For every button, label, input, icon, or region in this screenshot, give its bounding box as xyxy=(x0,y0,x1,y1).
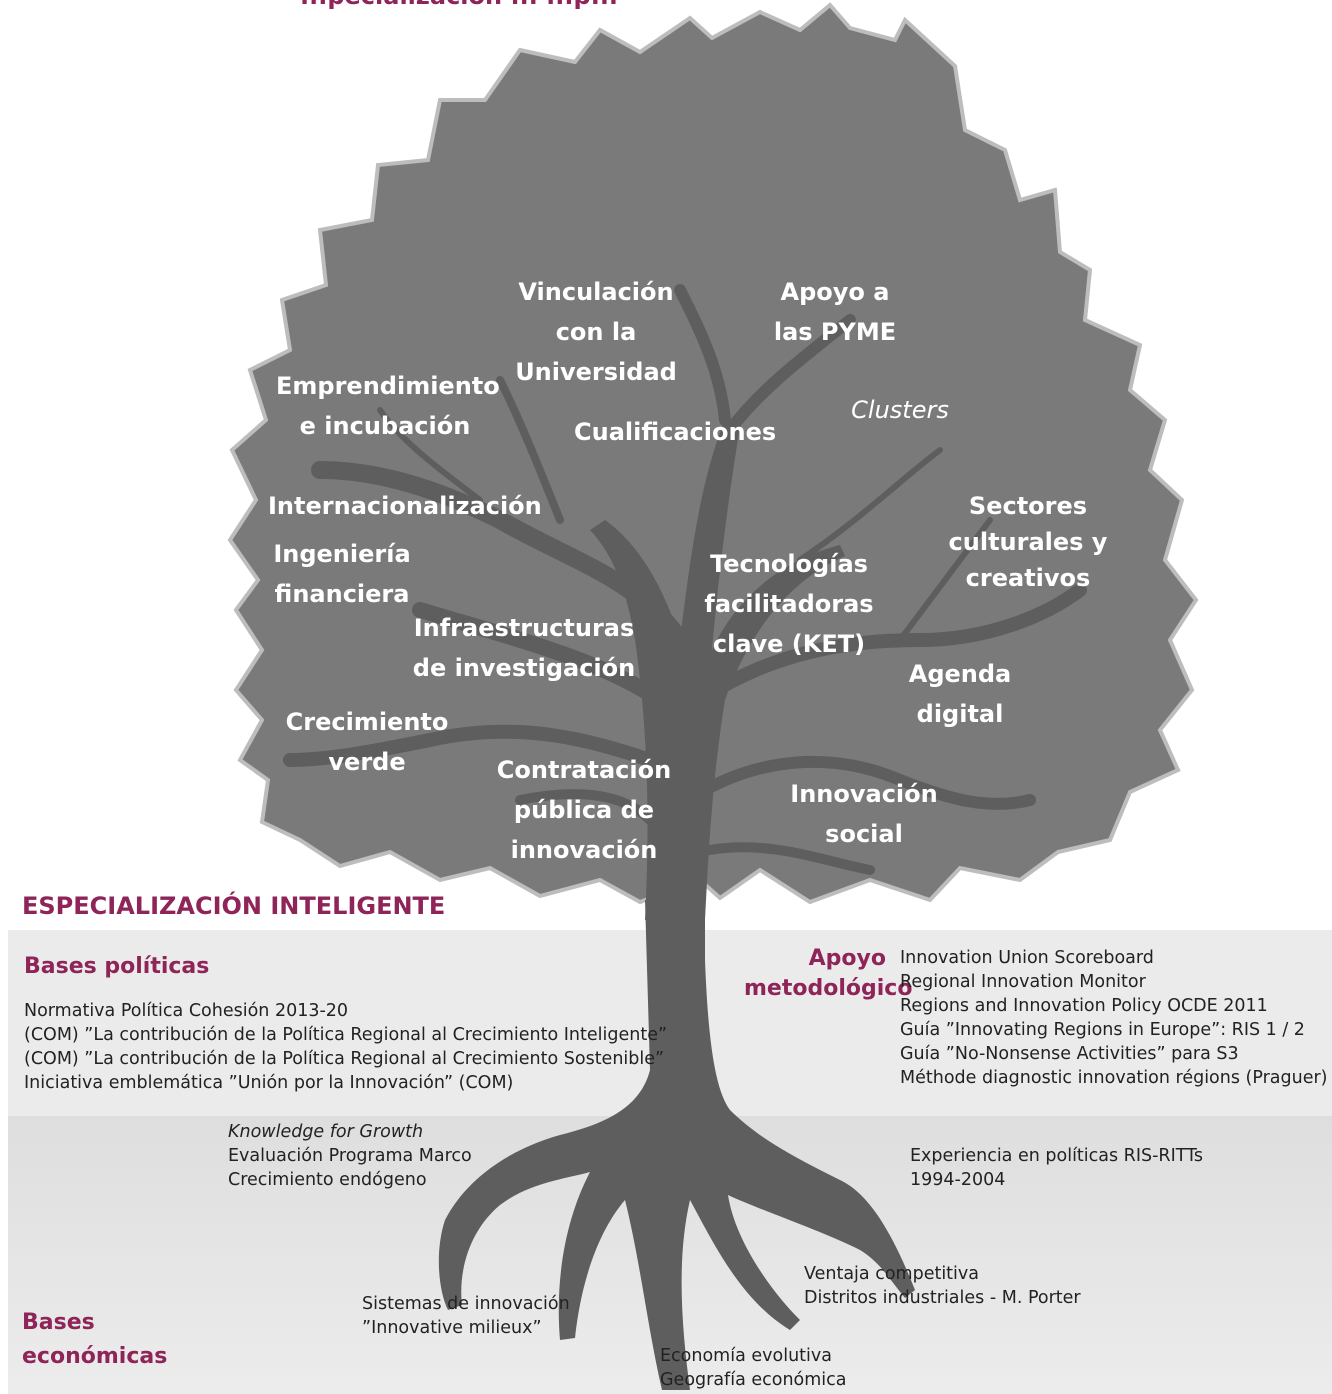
list-item: 1994-2004 xyxy=(910,1170,1006,1190)
leaf-clusters: Clusters xyxy=(840,390,960,430)
leaf-line: Sectores xyxy=(968,492,1088,520)
header-fragment: ...pecialización ... ...p... xyxy=(300,0,618,10)
leaf-line: pública de xyxy=(513,796,655,824)
leaf-line: Universidad xyxy=(515,358,677,386)
list-item: Guía ”Innovating Regions in Europe”: RIS… xyxy=(900,1020,1305,1040)
list-item: Regions and Innovation Policy OCDE 2011 xyxy=(900,996,1268,1016)
list-item: Economía evolutiva xyxy=(660,1346,832,1366)
knowledge-for-growth: Knowledge for Growth Evaluación Programa… xyxy=(228,1120,472,1192)
tree-crown xyxy=(227,2,1199,905)
leaf-tecnologias: Tecnologías facilitadoras clave (KET) xyxy=(694,544,884,664)
heading-line: Bases xyxy=(22,1310,95,1335)
leaf-crecimiento-verde: Crecimiento verde xyxy=(274,702,460,782)
leaf-line: Internacionalización xyxy=(268,492,542,520)
leaf-line: verde xyxy=(328,748,406,776)
leaf-cualificaciones: Cualificaciones xyxy=(574,412,777,452)
leaf-line: Tecnologías xyxy=(710,550,868,578)
tree-branches xyxy=(283,284,1087,875)
list-item: Innovation Union Scoreboard xyxy=(900,948,1154,968)
list-item: Distritos industriales - M. Porter xyxy=(804,1288,1081,1308)
list-item: ”Innovative milieux” xyxy=(362,1318,542,1338)
apoyo-metodologico-heading: Apoyo xyxy=(790,944,886,974)
leaf-contratacion: Contratación pública de innovación xyxy=(492,750,676,870)
bases-economicas-heading: Bases económicas xyxy=(22,1306,167,1374)
bases-politicas-heading: Bases políticas xyxy=(24,954,210,979)
leaf-line: e incubación xyxy=(299,412,471,440)
leaf-sectores-culturales: Sectores culturales y creativos xyxy=(938,488,1118,596)
leaf-line: Clusters xyxy=(851,396,949,424)
ventaja-competitiva: Ventaja competitiva Distritos industrial… xyxy=(804,1262,1081,1310)
leaf-line: Contratación xyxy=(496,756,672,784)
leaf-line: de investigación xyxy=(412,654,636,682)
leaf-infraestructuras: Infraestructuras de investigación xyxy=(412,608,636,688)
sistemas-innovacion: Sistemas de innovación ”Innovative milie… xyxy=(362,1292,570,1340)
leaf-innovacion-social: Innovación social xyxy=(788,774,940,854)
list-item: Geografía económica xyxy=(660,1370,847,1390)
leaf-line: Apoyo a xyxy=(780,278,890,306)
leaf-line: facilitadoras xyxy=(704,590,874,618)
leaf-line: culturales y xyxy=(948,528,1108,556)
list-item: Méthode diagnostic innovation régions (P… xyxy=(900,1068,1328,1088)
list-item: Sistemas de innovación xyxy=(362,1294,570,1314)
leaf-line: Cualificaciones xyxy=(574,418,777,446)
diagram-title: ESPECIALIZACIÓN INTELIGENTE xyxy=(22,892,446,920)
leaf-line: Agenda xyxy=(908,660,1012,688)
heading-line: económicas xyxy=(22,1344,168,1369)
heading-line: Apoyo xyxy=(808,946,886,971)
list-item: (COM) ”La contribución de la Política Re… xyxy=(24,1025,668,1045)
leaf-line: financiera xyxy=(274,580,410,608)
list-item: Guía ”No-Nonsense Activities” para S3 xyxy=(900,1044,1239,1064)
leaf-line: Vinculación xyxy=(518,278,674,306)
list-item: Normativa Política Cohesión 2013-20 xyxy=(24,1001,349,1021)
tree-roots xyxy=(438,900,915,1390)
leaf-emprendimiento: Emprendimiento e incubación xyxy=(276,366,500,446)
leaf-line: Ingeniería xyxy=(273,540,411,568)
leaf-internacionalizacion: Internacionalización xyxy=(268,486,542,526)
leaf-agenda: Agenda digital xyxy=(900,654,1020,734)
leaf-line: Innovación xyxy=(790,780,938,808)
leaf-line: innovación xyxy=(510,836,658,864)
list-item: Ventaja competitiva xyxy=(804,1264,979,1284)
tree-trunk xyxy=(590,420,845,920)
leaf-vinculacion: Vinculación con la Universidad xyxy=(508,272,684,392)
list-item: (COM) ”La contribución de la Política Re… xyxy=(24,1049,665,1069)
leaf-line: clave (KET) xyxy=(712,630,866,658)
leaf-line: las PYME xyxy=(773,318,897,346)
leaf-line: Infraestructuras xyxy=(413,614,635,642)
leaf-apoyo-pyme: Apoyo a las PYME xyxy=(760,272,910,352)
list-item: Evaluación Programa Marco xyxy=(228,1146,472,1166)
leaf-line: con la xyxy=(555,318,637,346)
list-item: Iniciativa emblemática ”Unión por la Inn… xyxy=(24,1073,514,1093)
leaf-line: Crecimiento xyxy=(285,708,449,736)
list-item: Crecimiento endógeno xyxy=(228,1170,427,1190)
economia-evolutiva: Economía evolutiva Geografía económica xyxy=(660,1344,847,1392)
bases-politicas-list: Normativa Política Cohesión 2013-20 (COM… xyxy=(24,999,667,1095)
heading-line: metodológico xyxy=(744,976,913,1001)
leaf-ingenieria: Ingeniería financiera xyxy=(262,534,422,614)
leaf-line: Emprendimiento xyxy=(276,372,500,400)
leaf-line: social xyxy=(825,820,903,848)
leaf-line: creativos xyxy=(965,564,1091,592)
list-item: Regional Innovation Monitor xyxy=(900,972,1146,992)
leaf-line: digital xyxy=(916,700,1004,728)
knowledge-title: Knowledge for Growth xyxy=(228,1122,424,1142)
list-item: Experiencia en políticas RIS-RITTs xyxy=(910,1146,1204,1166)
apoyo-metodologico-list: Innovation Union Scoreboard Regional Inn… xyxy=(900,946,1328,1090)
apoyo-metodologico-heading-2: metodológico xyxy=(744,974,913,1004)
experiencia-ris: Experiencia en políticas RIS-RITTs 1994-… xyxy=(910,1144,1203,1192)
